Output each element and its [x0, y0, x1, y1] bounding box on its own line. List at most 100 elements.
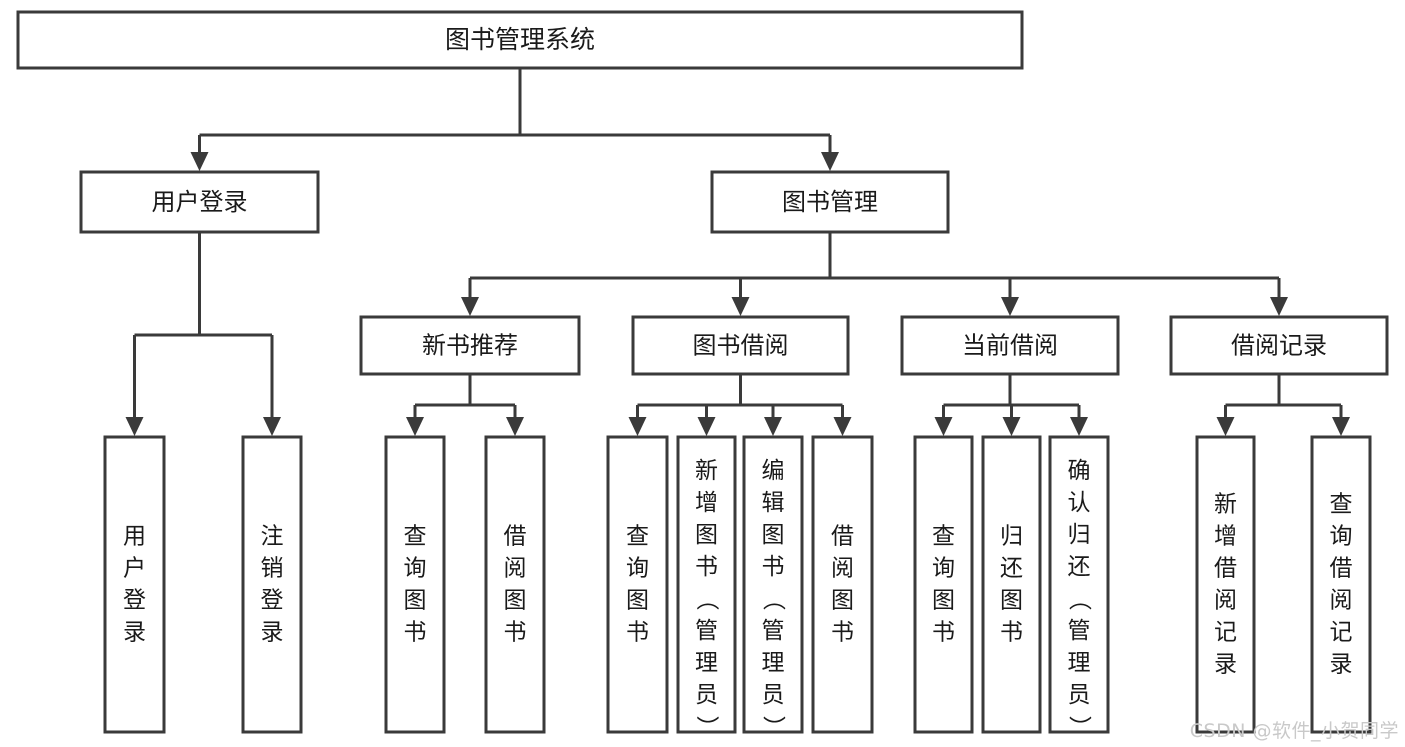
label-char: 书 [695, 554, 718, 580]
node-label: 借阅记录 [1231, 332, 1327, 360]
node-box [241, 435, 303, 734]
label-char: （ [1066, 588, 1092, 611]
arrow-head [1001, 297, 1019, 316]
node-box [79, 170, 320, 234]
node-box [742, 435, 804, 734]
arrow-head [1070, 417, 1088, 436]
label-char: 阅 [504, 556, 527, 582]
label-char: ） [760, 716, 786, 739]
node-label: 用户登录 [152, 188, 248, 216]
arrow-head [934, 417, 953, 436]
label-char: 员 [695, 682, 718, 708]
label-char: 书 [626, 620, 649, 646]
node-layer: 图书管理系统用户登录图书管理新书推荐图书借阅当前借阅借阅记录用户登录注销登录查询… [16, 10, 1389, 739]
label-char: 书 [1000, 620, 1023, 646]
label-char: 阅 [831, 556, 854, 582]
label-char: ） [1066, 716, 1092, 739]
label-char: 员 [1068, 682, 1091, 708]
label-char: 录 [123, 620, 146, 646]
label-char: 确 [1068, 458, 1091, 484]
node-box [103, 435, 166, 734]
label-char: 查 [932, 524, 955, 550]
node-leaf-user-login[interactable]: 用户登录 [103, 435, 166, 734]
node-label: 图书管理 [782, 188, 878, 216]
label-char: 登 [123, 588, 146, 614]
label-char: 用 [123, 524, 146, 550]
node-current-borrow[interactable]: 当前借阅 [900, 315, 1120, 376]
node-borrow-record[interactable]: 借阅记录 [1169, 315, 1389, 376]
label-char: 阅 [1330, 588, 1353, 614]
arrow-head [506, 417, 524, 436]
node-box [384, 435, 446, 734]
label-char: 增 [695, 490, 718, 516]
label-char: 书 [504, 620, 527, 646]
label-char: 图 [626, 588, 649, 614]
label-char: 书 [762, 554, 785, 580]
label-char: 图 [762, 522, 785, 548]
label-char: 户 [123, 556, 146, 582]
node-new-book-recommend[interactable]: 新书推荐 [359, 315, 581, 376]
label-char: （ [760, 588, 786, 611]
label-char: 询 [404, 556, 427, 582]
node-box [1169, 315, 1389, 376]
arrow-head [190, 152, 209, 171]
arrow-head [697, 417, 716, 436]
edge-e-new-book-recommend [406, 374, 524, 436]
node-book-manage[interactable]: 图书管理 [710, 170, 950, 234]
label-char: 管 [695, 618, 718, 644]
node-user-login[interactable]: 用户登录 [79, 170, 320, 234]
label-char: 图 [695, 522, 718, 548]
label-char: 理 [762, 650, 785, 676]
label-char: 图 [404, 588, 427, 614]
label-char: 图 [504, 588, 527, 614]
arrow-head [125, 417, 144, 436]
label-char: 图 [831, 588, 854, 614]
node-root[interactable]: 图书管理系统 [16, 10, 1024, 70]
node-box [900, 315, 1120, 376]
label-char: 新 [695, 458, 718, 484]
node-book-borrow[interactable]: 图书借阅 [631, 315, 850, 376]
label-char: 编 [762, 458, 785, 484]
arrow-head [833, 417, 852, 436]
label-char: 增 [1214, 524, 1237, 550]
edge-e-book-manage [461, 232, 1288, 316]
label-char: 录 [1214, 652, 1237, 678]
label-char: 书 [932, 620, 955, 646]
arrow-head [406, 417, 424, 436]
label-char: 记 [1214, 620, 1237, 646]
arrow-head [764, 417, 782, 436]
label-char: （ [694, 588, 720, 611]
edge-e-book-borrow [628, 374, 852, 436]
label-char: 借 [1214, 556, 1237, 582]
node-box [1048, 435, 1110, 734]
node-box [484, 435, 546, 734]
node-label-vertical: 用户登录 [123, 524, 146, 646]
label-char: 查 [1330, 492, 1353, 518]
arrow-head [1270, 297, 1288, 316]
node-box [359, 315, 581, 376]
node-box [676, 435, 737, 734]
node-label: 图书管理系统 [445, 25, 595, 54]
edge-e-user-login [125, 232, 281, 436]
arrow-head [1002, 417, 1021, 436]
